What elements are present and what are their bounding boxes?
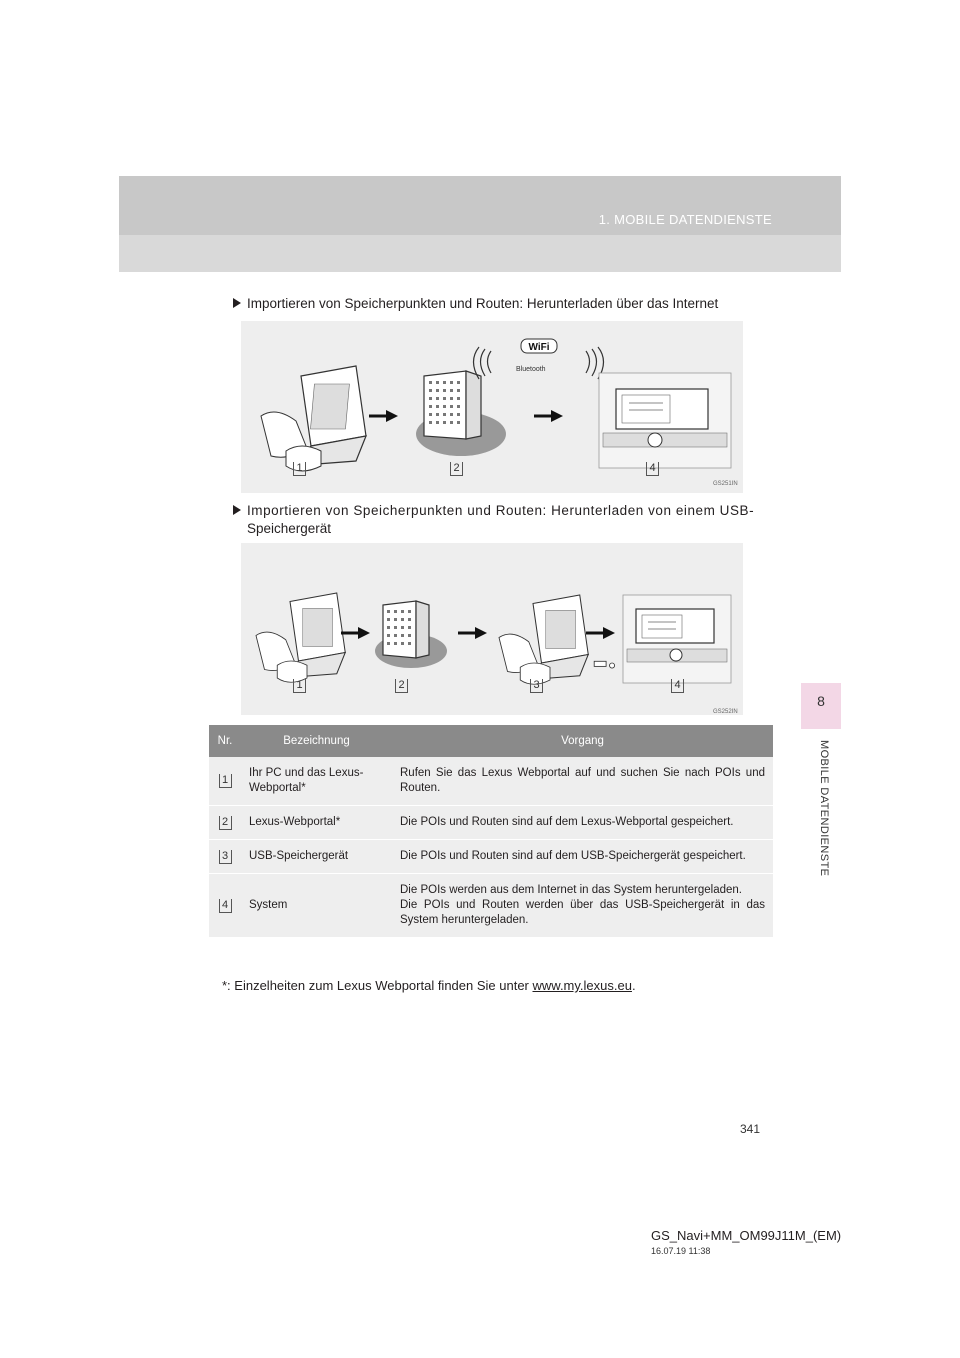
step-badge: 2 <box>218 815 232 830</box>
table-row: 1 Ihr PC und das Lexus-Webportal* Rufen … <box>209 757 773 806</box>
bullet-text: Importieren von Speicherpunkten und Rout… <box>247 296 719 311</box>
row-number-cell: 1 <box>209 757 241 806</box>
row-description: Die POIs werden aus dem Internet in das … <box>392 873 773 937</box>
page-number: 341 <box>740 1122 761 1136</box>
column-header-action: Vorgang <box>392 725 773 757</box>
building-icon <box>375 600 447 668</box>
bullet-usb-download: Importieren von Speicherpunkten und Rout… <box>233 502 773 538</box>
step-badge: 1 <box>293 462 306 476</box>
row-description: Die POIs und Routen sind auf dem USB-Spe… <box>392 839 773 874</box>
arrow-right-icon <box>534 410 563 422</box>
arrow-right-icon <box>458 627 487 639</box>
column-header-nr: Nr. <box>209 725 241 757</box>
wifi-logo-icon <box>520 338 558 354</box>
section-title: 1. MOBILE DATENDIENSTE <box>598 212 772 227</box>
row-description-line: Die POIs und Routen werden über das USB-… <box>400 899 765 926</box>
row-description: Rufen Sie das Lexus Webportal auf und su… <box>392 757 773 806</box>
illustration-2-drawing <box>255 592 732 685</box>
building-icon <box>416 370 506 456</box>
laptop-icon <box>255 592 347 683</box>
arrow-right-icon <box>369 410 398 422</box>
row-name: Ihr PC und das Lexus-Webportal* <box>241 757 392 806</box>
step-badge: 2 <box>450 462 463 476</box>
arrow-right-icon <box>586 627 615 639</box>
document-date: 16.07.19 11:38 <box>651 1246 711 1256</box>
step-badge: 3 <box>530 679 543 693</box>
step-badge: 4 <box>646 462 659 476</box>
step-badge: 3 <box>218 849 232 864</box>
chapter-tab <box>801 683 841 729</box>
bluetooth-logo-text: Bluetooth <box>516 366 546 373</box>
laptop-icon <box>260 365 367 472</box>
figure-code: GS251IN <box>713 481 738 487</box>
row-number-cell: 3 <box>209 839 241 874</box>
step-badge: 1 <box>218 774 232 788</box>
wifi-logo-text: WiFi <box>528 342 549 353</box>
bullet-internet-download: Importieren von Speicherpunkten und Rout… <box>233 296 718 311</box>
row-name: System <box>241 873 392 937</box>
document-id: GS_Navi+MM_OM99J11M_(EM) <box>651 1228 842 1243</box>
row-description-line: Die POIs werden aus dem Internet in das … <box>400 884 742 896</box>
step-badge: 2 <box>395 679 408 693</box>
row-number-cell: 2 <box>209 805 241 840</box>
triangle-bullet-icon <box>233 505 241 515</box>
bullet-text-continued: Speichergerät <box>247 521 332 536</box>
illustration-1-drawing: WiFi Bluetooth <box>260 338 732 472</box>
step-badge: 4 <box>671 679 684 693</box>
header-top-band <box>119 176 841 235</box>
figure-code: GS252IN <box>713 709 738 715</box>
step-badge: 1 <box>293 679 306 693</box>
chapter-label: MOBILE DATENDIENSTE <box>818 740 830 877</box>
footnote-text: *: Einzelheiten zum Lexus Webportal find… <box>222 978 533 993</box>
table-row: 2 Lexus-Webportal* Die POIs und Routen s… <box>209 805 773 840</box>
car-dashboard-icon <box>598 372 732 469</box>
triangle-bullet-icon <box>233 298 241 308</box>
table-row: 4 System Die POIs werden aus dem Interne… <box>209 873 773 937</box>
chapter-number: 8 <box>817 693 825 709</box>
illustration-internet-download: WiFi Bluetooth <box>241 321 743 493</box>
column-header-name: Bezeichnung <box>241 725 392 757</box>
row-number-cell: 4 <box>209 873 241 937</box>
bullet-text: Importieren von Speicherpunkten und Rout… <box>247 503 755 518</box>
table-header-row: Nr. Bezeichnung Vorgang <box>209 725 773 757</box>
footnote: *: Einzelheiten zum Lexus Webportal find… <box>222 978 636 993</box>
table-row: 3 USB-Speichergerät Die POIs und Routen … <box>209 839 773 874</box>
illustration-usb-download <box>241 543 743 715</box>
step-badge: 4 <box>218 898 232 913</box>
info-table: Nr. Bezeichnung Vorgang 1 Ihr PC und das… <box>209 725 773 937</box>
lexus-portal-link[interactable]: www.my.lexus.eu <box>532 978 632 993</box>
row-description: Die POIs und Routen sind auf dem Lexus-W… <box>392 805 773 840</box>
row-name: Lexus-Webportal* <box>241 805 392 840</box>
laptop-usb-icon <box>498 594 616 685</box>
row-name: USB-Speichergerät <box>241 839 392 874</box>
arrow-right-icon <box>341 627 370 639</box>
car-dashboard-icon <box>622 594 732 684</box>
footnote-end: . <box>631 978 636 993</box>
